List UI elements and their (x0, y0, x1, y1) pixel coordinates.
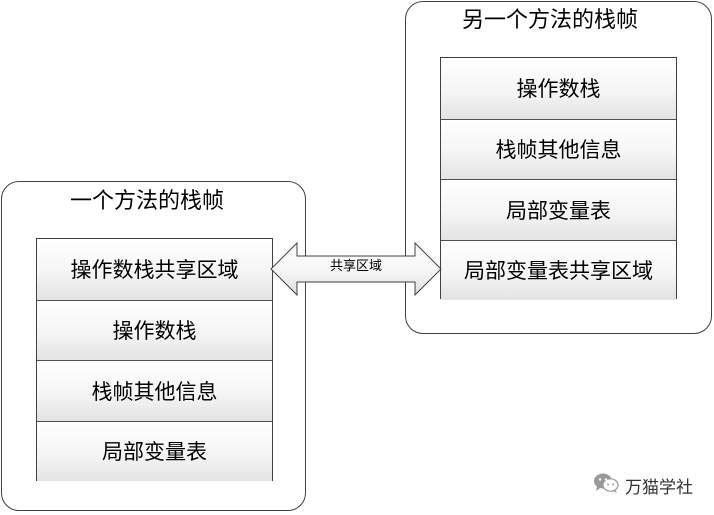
right-frame-title: 另一个方法的栈帧 (462, 8, 639, 33)
watermark: 万猫学社 (593, 472, 693, 498)
left-frame-title: 一个方法的栈帧 (70, 189, 225, 214)
right-cell-frame-other-info: 栈帧其他信息 (441, 118, 676, 179)
wechat-icon (593, 472, 619, 498)
right-cell-local-variable-table-shared: 局部变量表共享区域 (441, 239, 676, 300)
right-stack: 操作数栈 栈帧其他信息 局部变量表 局部变量表共享区域 (440, 57, 677, 300)
left-cell-frame-other-info: 栈帧其他信息 (37, 360, 272, 421)
left-cell-operand-stack-shared: 操作数栈共享区域 (37, 239, 272, 300)
right-stack-frame: 另一个方法的栈帧 操作数栈 栈帧其他信息 局部变量表 局部变量表共享区域 (405, 1, 712, 334)
left-stack: 操作数栈共享区域 操作数栈 栈帧其他信息 局部变量表 (36, 238, 273, 481)
left-stack-frame: 一个方法的栈帧 操作数栈共享区域 操作数栈 栈帧其他信息 局部变量表 (1, 181, 306, 511)
double-arrow-icon (270, 241, 442, 297)
watermark-text: 万猫学社 (625, 477, 693, 498)
connector-label: 共享区域 (329, 259, 382, 274)
left-cell-operand-stack: 操作数栈 (37, 299, 272, 360)
shared-region-connector: 共享区域 (268, 240, 444, 298)
left-cell-local-variable-table: 局部变量表 (37, 420, 272, 481)
right-cell-operand-stack: 操作数栈 (441, 58, 676, 119)
right-cell-local-variable-table: 局部变量表 (441, 179, 676, 240)
